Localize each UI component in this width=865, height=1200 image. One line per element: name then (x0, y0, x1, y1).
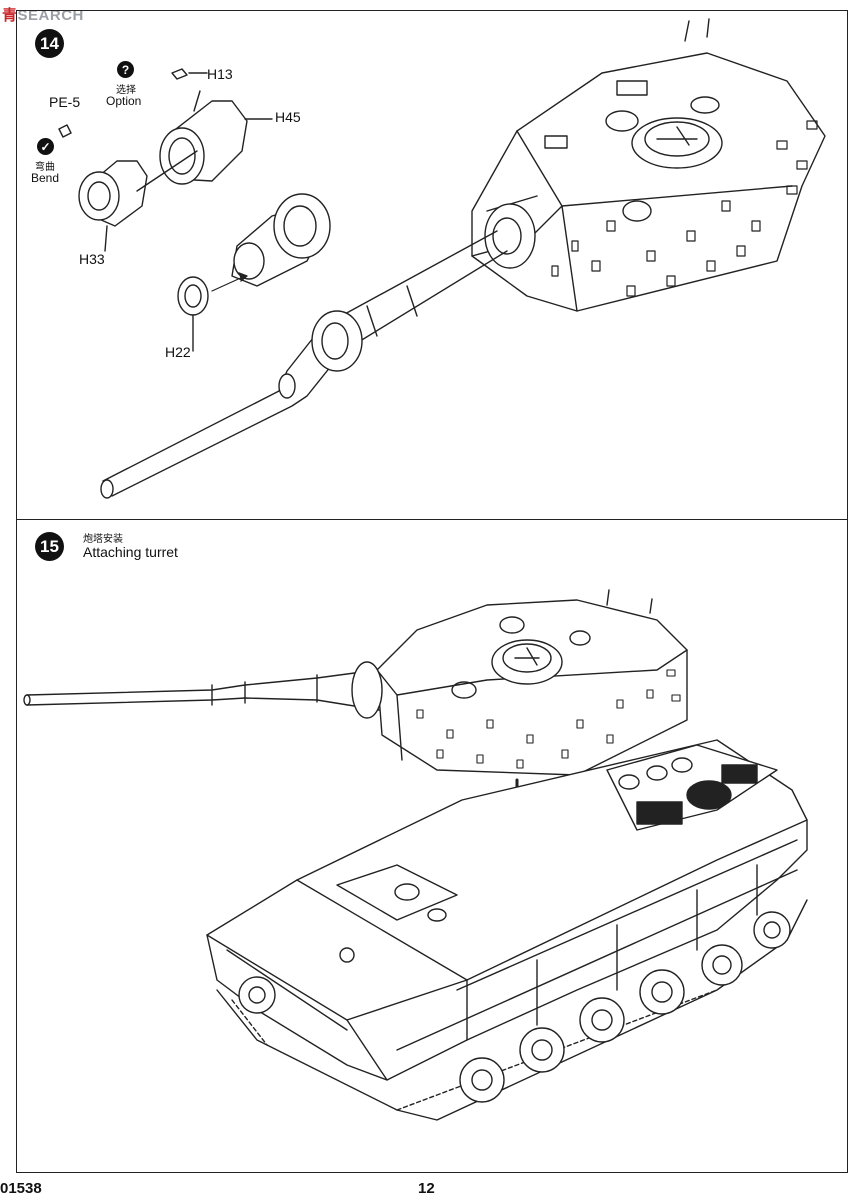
step-14-number: 14 (40, 33, 59, 53)
h33-part-drawing (78, 150, 198, 252)
step-14-panel: 14 (16, 10, 848, 520)
turret-drawing (471, 18, 826, 312)
label-h33: H33 (79, 251, 105, 267)
checkmark-icon: ✓ (37, 138, 54, 155)
step-15-illustration (23, 589, 808, 1121)
bend-label-en: Bend (31, 171, 60, 185)
label-pe5: PE-5 (49, 94, 81, 110)
step-14-illustration (58, 18, 826, 499)
label-h45: H45 (275, 109, 301, 125)
step-14-badge: 14 (35, 29, 64, 58)
step-15-title-cn: 炮塔安装 (83, 534, 123, 545)
bend-label-cn: 弯曲 (35, 162, 55, 173)
step-15-panel: 15 炮塔安装 Attaching turret (16, 519, 848, 1173)
option-label-cn: 选择 (116, 85, 136, 96)
step-15-title-en: Attaching turret (83, 544, 178, 560)
pe5-part-drawing (58, 124, 72, 138)
label-h22: H22 (165, 344, 191, 360)
h13-part-drawing (171, 68, 208, 80)
step-15-number: 15 (40, 536, 59, 556)
gun-barrel-drawing (100, 230, 508, 499)
hull-drawing (206, 739, 808, 1081)
tracks-drawing (216, 899, 808, 1121)
turret-drawing (376, 589, 688, 776)
footer-product-code: 01538 (0, 1180, 42, 1197)
gun-barrel-drawing (23, 661, 383, 719)
watermark-cn: 青 (2, 7, 18, 24)
watermark-en: SEARCH (17, 7, 84, 24)
watermark: 青SEARCH (2, 4, 84, 25)
label-h13: H13 (207, 66, 233, 82)
step-15-badge: 15 (35, 532, 64, 561)
question-mark-icon: ? (117, 61, 134, 78)
page-number: 12 (418, 1180, 435, 1197)
h45-part-drawing (159, 90, 273, 185)
mantlet-part-drawing (231, 193, 331, 287)
h22-part-drawing (177, 272, 248, 352)
option-label-en: Option (106, 94, 142, 108)
